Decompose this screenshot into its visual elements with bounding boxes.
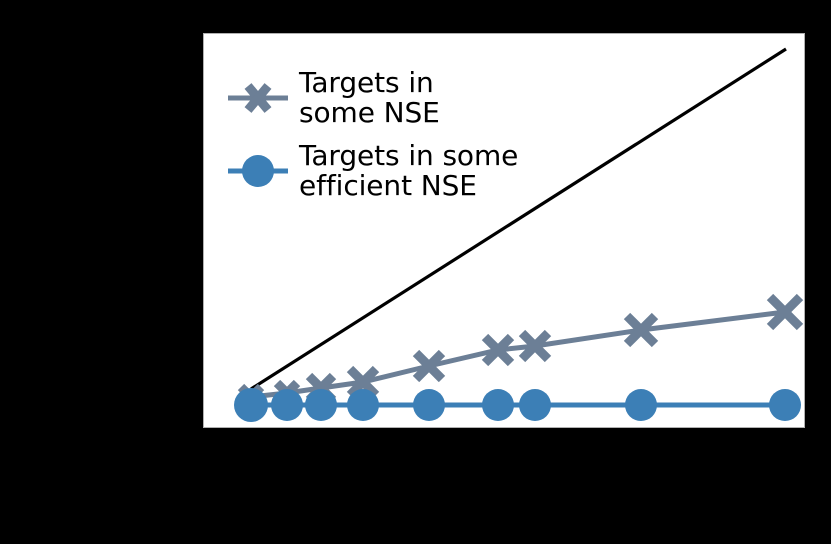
chart-plot-svg (234, 47, 804, 422)
diagonal-reference-line (250, 47, 787, 391)
series-targets-in-some-efficient-nse-markers (234, 388, 801, 422)
